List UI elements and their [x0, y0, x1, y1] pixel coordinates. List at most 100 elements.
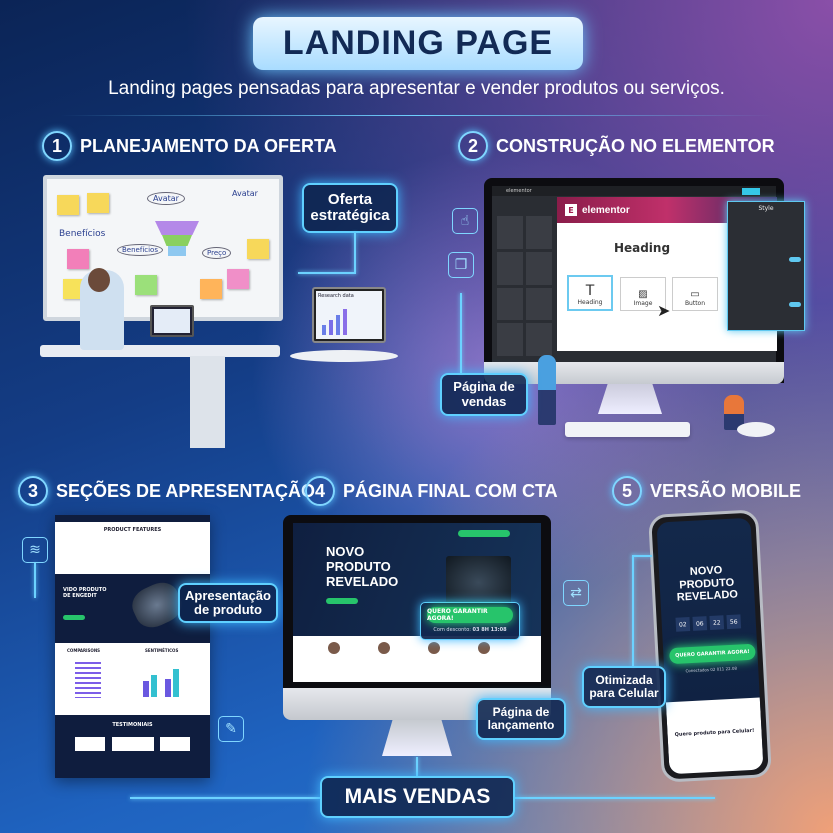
countdown-days: 02	[675, 617, 691, 632]
phone-timer: Conectados 02 011 22.08	[685, 665, 738, 674]
topbar-brand: elementor	[506, 188, 532, 194]
subtitle: Landing pages pensadas para apresentar e…	[108, 78, 725, 99]
testimonial-row	[293, 636, 541, 682]
phone-cta-button[interactable]: QUERO GARANTIR AGORA!	[669, 643, 756, 665]
desk-drawers	[190, 356, 225, 448]
hero-button[interactable]	[326, 598, 358, 604]
brand-name: elementor	[582, 204, 630, 216]
button-icon: ▭	[690, 289, 700, 300]
monitor-stand	[598, 384, 662, 414]
funnel-part	[162, 235, 192, 246]
desk	[40, 345, 280, 357]
sections-page-mockup: PRODUCT FEATURES VIDO PRODUTO DE ENGEDIT…	[55, 515, 210, 778]
countdown-minutes: 22	[709, 615, 725, 630]
countdown-hours: 06	[692, 616, 708, 631]
section-title: PLANEJAMENTO DA OFERTA	[80, 135, 337, 156]
board-text: Avatar	[147, 192, 185, 205]
keyboard-icon	[565, 422, 690, 437]
page-title: LANDING PAGE	[253, 17, 583, 70]
person-head	[88, 268, 110, 292]
cta-button[interactable]: QUERO GARANTIR AGORA!	[427, 607, 513, 623]
section-title: VERSÃO MOBILE	[650, 480, 802, 501]
features-section: PRODUCT FEATURES	[55, 522, 210, 574]
hero-button[interactable]	[63, 615, 85, 620]
connector	[515, 797, 715, 799]
cta-card: QUERO GARANTIR AGORA! Com desconto: 03 8…	[420, 602, 520, 640]
laptop-icon	[150, 305, 194, 337]
countdown-seconds: 56	[726, 614, 742, 630]
canvas-heading: Heading	[613, 241, 671, 255]
section-heading: COMPARISONS	[67, 648, 101, 653]
mouse-icon	[737, 422, 775, 437]
connector	[632, 555, 652, 557]
phone-bottom-heading: Quero produto para Celular!	[674, 727, 755, 738]
step-number: 1	[42, 131, 72, 161]
section-5-heading: 5 VERSÃO MOBILE	[612, 476, 801, 506]
label-apresentacao-de-produto: Apresentação de produto	[178, 583, 278, 623]
label-pagina-de-vendas: Página de vendas	[440, 373, 528, 416]
whiteboard: Benefícios Avatar Avatar Benefícios Preç…	[43, 175, 283, 321]
copy-icon: ❐	[448, 252, 474, 278]
section-title: CONSTRUÇÃO NO ELEMENTOR	[496, 135, 775, 156]
section-title: PÁGINA FINAL COM CTA	[343, 480, 558, 501]
image-icon: ▨	[638, 289, 648, 300]
publish-button[interactable]	[742, 188, 760, 195]
product-image	[446, 556, 511, 609]
funnel-icon	[155, 221, 199, 235]
panel-title: Style	[758, 205, 774, 212]
person-sitting-icon	[724, 395, 744, 430]
widget-label: Button	[684, 300, 706, 307]
style-panel: Style	[727, 201, 805, 331]
chat-icon: ✎	[218, 716, 244, 742]
board-text: Benefícios	[117, 244, 163, 256]
text-icon: T	[585, 283, 595, 299]
section-2-heading: 2 CONSTRUÇÃO NO ELEMENTOR	[458, 131, 775, 161]
phone-mockup: NOVO PRODUTO REVELADO 02 06 22 56 QUERO …	[648, 509, 772, 783]
toggle[interactable]	[789, 302, 801, 307]
board-text: Benefícios	[59, 229, 106, 239]
toggle[interactable]	[789, 257, 801, 262]
cursor-icon: ➤	[657, 301, 671, 320]
side-table	[290, 350, 398, 362]
editor-topbar: elementor	[492, 186, 776, 196]
board-text: Preço	[202, 247, 232, 259]
section-4-heading: 4 PÁGINA FINAL COM CTA	[305, 476, 558, 506]
monitor-stand	[382, 720, 452, 756]
elementor-logo-icon: E	[565, 204, 577, 216]
widget-image[interactable]: ▨Image	[620, 277, 666, 311]
hand-pointer-icon: ☝	[452, 208, 478, 234]
connector	[416, 757, 418, 776]
connection-icon: ⇄	[563, 580, 589, 606]
widget-label: Image	[633, 300, 653, 307]
step-number: 2	[458, 131, 488, 161]
label-otimizada-para-celular: Otimizada para Celular	[582, 666, 666, 708]
section-1-heading: 1 PLANEJAMENTO DA OFERTA	[42, 131, 337, 161]
timer-value: 03 8H 13:08	[472, 627, 507, 633]
widget-button[interactable]: ▭Button	[672, 277, 718, 311]
connector	[460, 293, 462, 373]
divider	[60, 115, 773, 116]
connector	[130, 797, 320, 799]
person-standing-icon	[538, 355, 556, 425]
phone-headline: NOVO PRODUTO REVELADO	[676, 564, 739, 604]
widget-panel	[497, 216, 552, 356]
section-heading: SENTIMÉTICOS	[145, 648, 179, 653]
monitor-chin	[484, 362, 784, 384]
connector	[34, 563, 36, 598]
laptop-research: Research data	[312, 287, 386, 343]
laptop-title: Research data	[318, 293, 354, 299]
step-number: 4	[305, 476, 335, 506]
timer-label: Com desconto:	[433, 627, 471, 633]
section-heading: TESTIMONIAIS	[112, 722, 153, 728]
mais-vendas-banner: MAIS VENDAS	[320, 776, 515, 818]
section-heading: PRODUCT FEATURES	[103, 527, 162, 533]
bar-list	[75, 660, 101, 698]
step-number: 5	[612, 476, 642, 506]
widget-label: Heading	[577, 299, 603, 306]
funnel-part	[168, 246, 186, 256]
nav-cta-button[interactable]	[458, 530, 510, 537]
comparison-section: COMPARISONS SENTIMÉTICOS	[55, 643, 210, 715]
